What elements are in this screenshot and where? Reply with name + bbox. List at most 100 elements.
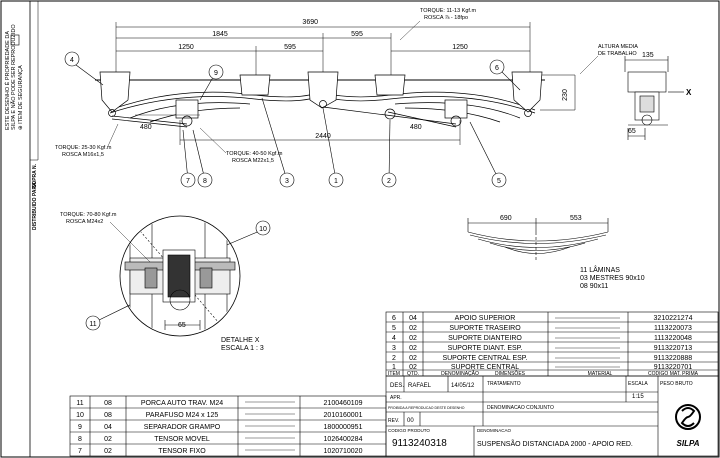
margin-text-4: SOPRA N.: [32, 163, 38, 188]
svg-text:SUPORTE DIANT. ESP.: SUPORTE DIANT. ESP.: [448, 345, 523, 352]
parts-right-rows: 6 04 APOIO SUPERIOR 3210221274 5 02 SUPO…: [388, 315, 699, 377]
laminas-line2: 03 MESTRES 90x10: [580, 275, 645, 282]
margin-text-1: ESTE DESENHO É PROPRIEDADE DA: [4, 31, 11, 130]
dim-2440: 2440: [315, 133, 331, 140]
svg-text:02: 02: [409, 345, 417, 352]
view-x-label: X: [686, 88, 692, 97]
table-row: 10 08 PARAFUSO M24 x 125 2010160001: [76, 412, 362, 419]
svg-text:04: 04: [409, 315, 417, 322]
table-row: 6 04 APOIO SUPERIOR 3210221274: [392, 315, 693, 322]
svg-text:08: 08: [104, 400, 112, 407]
dim-65-side: 65: [628, 128, 636, 135]
svg-text:1113220073: 1113220073: [654, 325, 692, 332]
leaf-detail: [467, 218, 609, 262]
svg-text:1800000951: 1800000951: [324, 424, 363, 431]
des-date: 14/05/12: [451, 383, 475, 389]
svg-text:1113220048: 1113220048: [654, 335, 692, 342]
table-row: 3 02 SUPORTE DIANT. ESP. 9113220713: [392, 345, 692, 352]
des-label: DES.: [390, 383, 404, 389]
balloon-8: 8: [203, 178, 207, 185]
svg-text:02: 02: [409, 325, 417, 332]
parts-table-left: [69, 395, 387, 457]
title-block-text: DES. RAFAEL 14/05/12 TRATAMENTO ESCALA 1…: [388, 381, 693, 449]
svg-text:9: 9: [78, 424, 82, 431]
detail-scale: ESCALA 1 : 3: [221, 345, 264, 352]
peso-label: PESO BRUTO: [660, 381, 693, 387]
svg-text:SUPORTE CENTRAL ESP.: SUPORTE CENTRAL ESP.: [442, 355, 527, 362]
margin-text-5: DISTRIBUIDO PARA: [32, 182, 38, 230]
apr-label: APR.: [390, 395, 402, 401]
svg-text:9113220701: 9113220701: [654, 364, 693, 371]
laminas-line1: 11 LÂMINAS: [580, 265, 620, 274]
dim-65-detail: 65: [178, 322, 186, 329]
svg-text:PARAFUSO M24 x 125: PARAFUSO M24 x 125: [146, 412, 219, 419]
svg-text:02: 02: [409, 364, 417, 371]
table-row: 7 02 TENSOR FIXO 1020710020: [78, 448, 363, 455]
table-row: 11 08 PORCA AUTO TRAV. M24 2100460109: [76, 400, 362, 407]
svg-text:04: 04: [104, 424, 112, 431]
dim-480-left: 480: [140, 124, 152, 131]
title-block: [385, 375, 719, 457]
svg-text:CODIGO MAT. PRIMA: CODIGO MAT. PRIMA: [648, 371, 699, 377]
suspension-side-view: [95, 71, 545, 128]
altura-line2: DE TRABALHO: [598, 51, 637, 57]
torque-mid-line2: ROSCA M22x1,5: [232, 158, 274, 164]
svg-text:2100460109: 2100460109: [324, 400, 363, 407]
svg-text:SUPORTE DIANTEIRO: SUPORTE DIANTEIRO: [448, 335, 522, 342]
denom-conj-label: DENOMINACAO CONJUNTO: [487, 405, 554, 411]
torque-top-line2: ROSCA ⅞ - 18fpo: [424, 15, 468, 21]
svg-text:02: 02: [409, 335, 417, 342]
svg-text:02: 02: [409, 355, 417, 362]
svg-text:QTD.: QTD.: [407, 371, 419, 377]
table-row: 2 02 SUPORTE CENTRAL ESP. 9113220888: [392, 355, 692, 362]
svg-text:TENSOR MOVEL: TENSOR MOVEL: [154, 436, 210, 443]
balloon-4: 4: [70, 57, 74, 64]
svg-text:7: 7: [78, 448, 82, 455]
detail-label: DETALHE X: [221, 337, 260, 344]
svg-text:2: 2: [392, 355, 396, 362]
table-header-row: ITEM QTD. DENOMINAÇÃO DIMENSÕES MATERIAL…: [388, 370, 699, 377]
table-row: 9 04 SEPARADOR GRAMPO 1800000951: [78, 424, 363, 431]
dim-1250-right: 1250: [452, 44, 468, 51]
codigo-produto-label: CODIGO PRODUTO: [388, 428, 430, 433]
torque-detail-line1: TORQUE: 70-80 Kgf.m: [60, 212, 117, 218]
svg-text:DIMENSÕES: DIMENSÕES: [495, 370, 526, 377]
svg-text:8: 8: [78, 436, 82, 443]
svg-text:SUPORTE CENTRAL: SUPORTE CENTRAL: [451, 364, 519, 371]
logo-text: SILPA: [677, 439, 700, 448]
product-code: 9113240318: [392, 438, 447, 449]
product-title: SUSPENSÃO DISTANCIADA 2000 - APOIO RED.: [477, 439, 633, 448]
svg-text:5: 5: [392, 325, 396, 332]
parts-table-right: [385, 311, 719, 377]
dim-690: 690: [500, 215, 512, 222]
table-row: 5 02 SUPORTE TRASEIRO 1113220073: [392, 325, 692, 332]
svg-text:10: 10: [76, 412, 84, 419]
dim-3690: 3690: [302, 19, 318, 26]
left-margin-strip: ESTE DESENHO É PROPRIEDADE DA SILPA E NÃ…: [4, 1, 39, 457]
laminas-line3: 08 90x11: [580, 283, 608, 290]
torque-detail-line2: ROSCA M24x2: [66, 219, 103, 225]
margin-text-2: SILPA E NÃO PODE SER REPRODUZIDO: [10, 24, 17, 130]
svg-text:6: 6: [392, 315, 396, 322]
balloon-6: 6: [495, 65, 499, 72]
svg-text:APOIO SUPERIOR: APOIO SUPERIOR: [455, 315, 516, 322]
torque-left-line2: ROSCA M16x1,5: [62, 152, 104, 158]
balloon-1: 1: [334, 178, 338, 185]
escala-value: 1:15: [632, 394, 644, 400]
escala-label: ESCALA: [628, 381, 648, 387]
table-row: 1 02 SUPORTE CENTRAL 9113220701: [392, 364, 692, 371]
parts-left-rows: 11 08 PORCA AUTO TRAV. M24 2100460109 10…: [76, 400, 362, 455]
detail-x: [119, 215, 241, 337]
des-name: RAFAEL: [408, 383, 432, 389]
svg-text:ITEM: ITEM: [388, 371, 400, 377]
balloon-10: 10: [259, 226, 267, 233]
dim-595-left: 595: [284, 44, 296, 51]
balloon-7: 7: [186, 178, 190, 185]
end-view: [624, 56, 684, 140]
svg-text:02: 02: [104, 448, 112, 455]
balloon-group: [64, 51, 521, 331]
balloon-3: 3: [285, 178, 289, 185]
denominacao-label: DENOMINACAO: [477, 428, 512, 433]
